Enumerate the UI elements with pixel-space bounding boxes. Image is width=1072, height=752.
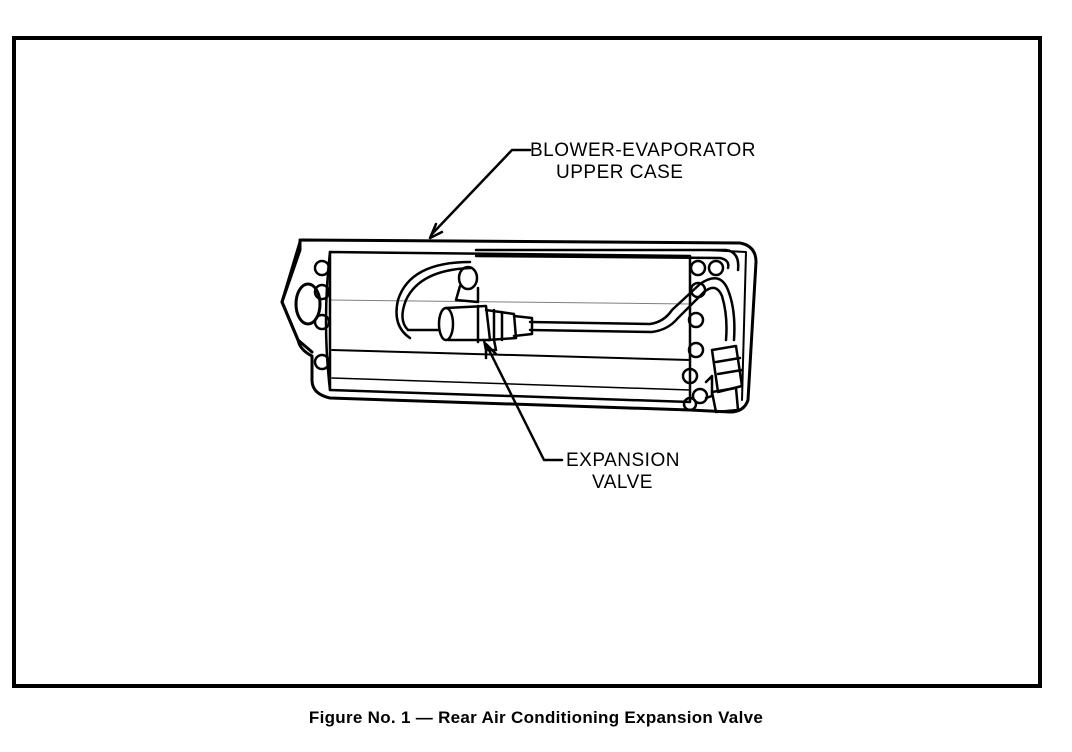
evaporator-body bbox=[328, 250, 692, 404]
right-fitting bbox=[704, 344, 744, 414]
valve-leader-arrow bbox=[484, 342, 498, 360]
expansion-valve-label-line1: EXPANSION bbox=[566, 450, 680, 471]
left-flange bbox=[280, 240, 314, 354]
refrigerant-lines bbox=[395, 248, 740, 342]
case-leader-line bbox=[430, 148, 532, 236]
blower-case-label-line2: UPPER CASE bbox=[556, 162, 684, 183]
figure-frame bbox=[12, 36, 1042, 688]
mounting-hole bbox=[294, 282, 322, 326]
case-outline bbox=[280, 238, 758, 414]
figure-caption: Figure No. 1 — Rear Air Conditioning Exp… bbox=[308, 708, 764, 727]
expansion-valve-label-line2: VALVE bbox=[592, 472, 653, 493]
valve-leader-line bbox=[486, 346, 564, 462]
left-coil bbox=[313, 259, 331, 371]
case-leader-arrow bbox=[428, 222, 444, 240]
blower-case-label-line1: BLOWER-EVAPORATOR bbox=[530, 140, 756, 161]
expansion-valve bbox=[437, 265, 534, 352]
